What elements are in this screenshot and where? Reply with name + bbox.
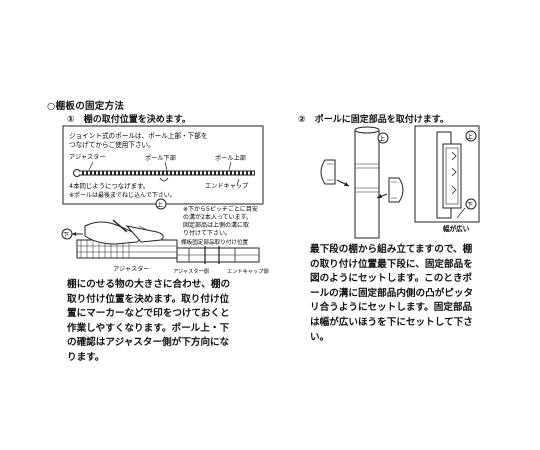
step2-paragraph-line: は幅が広いほうを下にセットして下さ [310,316,473,328]
join-warning: ※ポールは最後までねじ込んで下さい。 [69,191,176,199]
threaded-pole [73,161,255,186]
svg-text:上: 上 [379,135,385,143]
step1-title: ① 棚の取付位置を決めます。 [67,112,191,125]
label-adjuster-side: アジャスター側 [173,267,209,275]
up-mark-pole: 上 [377,132,389,144]
section-heading: ○棚板の固定方法 [47,101,125,112]
pole-join-box [62,125,264,205]
down-mark-detail: 下 [465,198,477,210]
label-end-cap: エンドキャップ [205,183,249,190]
pole-note-line2: つなげてからご使用下さい。 [69,140,155,149]
svg-text:上: 上 [467,133,473,141]
step2-paragraph-line: ールの溝に固定部品内側の凸がピッタ [310,287,474,299]
label-end-cap-side: エンドキャップ側 [227,267,269,275]
join-note: 4本同じようにつなげます。 [69,181,149,190]
step2-paragraph-line: 最下段の棚から組み立てますので、棚 [310,244,473,255]
pitch-note-3: 固定部品は上側の溝に取 [183,221,249,229]
diagram-caption: 棚板固定部品取り付け位置 [181,238,249,246]
label-adjuster-bottom: アジャスター [113,265,150,273]
step2-paragraph: 最下段の棚から組み立てますので、棚 の取り付け位置最下段に、固定部品を 図のよう… [310,243,473,345]
step2-paragraph-line: の取り付け位置最下段に、固定部品を [310,258,473,270]
up-mark-detail: 上 [465,130,477,142]
step2-title-text: ポールに固定部品を取付けます。 [314,115,449,125]
svg-text:下: 下 [467,202,473,209]
down-mark-step1: 下 [61,228,83,240]
pole-with-clips [320,126,404,239]
step1-paragraph-line: の確認はアジャスター側が下方向にな [67,337,230,349]
step2-number: ② [298,115,306,125]
step1-paragraph-line: 置にマーカーなどで印をつけておくと [67,308,230,320]
hand-marking-pole [76,219,178,259]
svg-text:下: 下 [63,232,69,239]
label-adjuster: アジャスター [69,153,106,161]
label-pole-top: ポール上部 [215,154,246,162]
pitch-note-2: の溝が2本入っています。 [183,213,252,221]
step1-paragraph-line: ります。 [67,351,105,363]
pitch-note-1: ※下から5ピッチごとに目安 [183,205,258,213]
pole-note-line1: ジョイント式のポールは、ポール上部・下部を [69,131,207,140]
step1-paragraph: 棚にのせる物の大きさに合わせ、棚の 取り付け位置を決めます。取り付け位 置にマー… [67,278,230,366]
label-pole-bottom: ポール下部 [145,154,176,162]
step2-paragraph-line: 図のようにセットします。このときポ [310,273,473,285]
step1-number: ① [67,115,75,125]
step2-title: ② ポールに固定部品を取付けます。 [298,112,449,125]
position-diagram [176,246,260,264]
step1-paragraph-line: 取り付け位置を決めます。取り付け位 [67,293,230,305]
svg-text:上: 上 [157,201,163,209]
step1-paragraph-line: 作業しやすくなります。ポール上・下 [67,322,230,334]
step2-paragraph-line: い。 [310,331,330,343]
wide-pointer [456,207,466,219]
clip-detail [436,131,462,219]
step2-illustration: 上 上 下 幅が広い [320,125,480,239]
step2-paragraph-line: リ合うようにセットします。固定部品 [310,302,473,314]
label-wide: 幅が広い [443,224,470,233]
pitch-note-4: り付けて下さい。 [183,229,231,237]
step1-paragraph-line: 棚にのせる物の大きさに合わせ、棚の [67,279,231,290]
step1-title-text: 棚の取付位置を決めます。 [83,115,191,125]
up-mark-step1: 上 [155,198,178,210]
step1-illustration: ジョイント式のポールは、ポール上部・下部を つなげてからご使用下さい。 アジャス… [61,125,269,275]
